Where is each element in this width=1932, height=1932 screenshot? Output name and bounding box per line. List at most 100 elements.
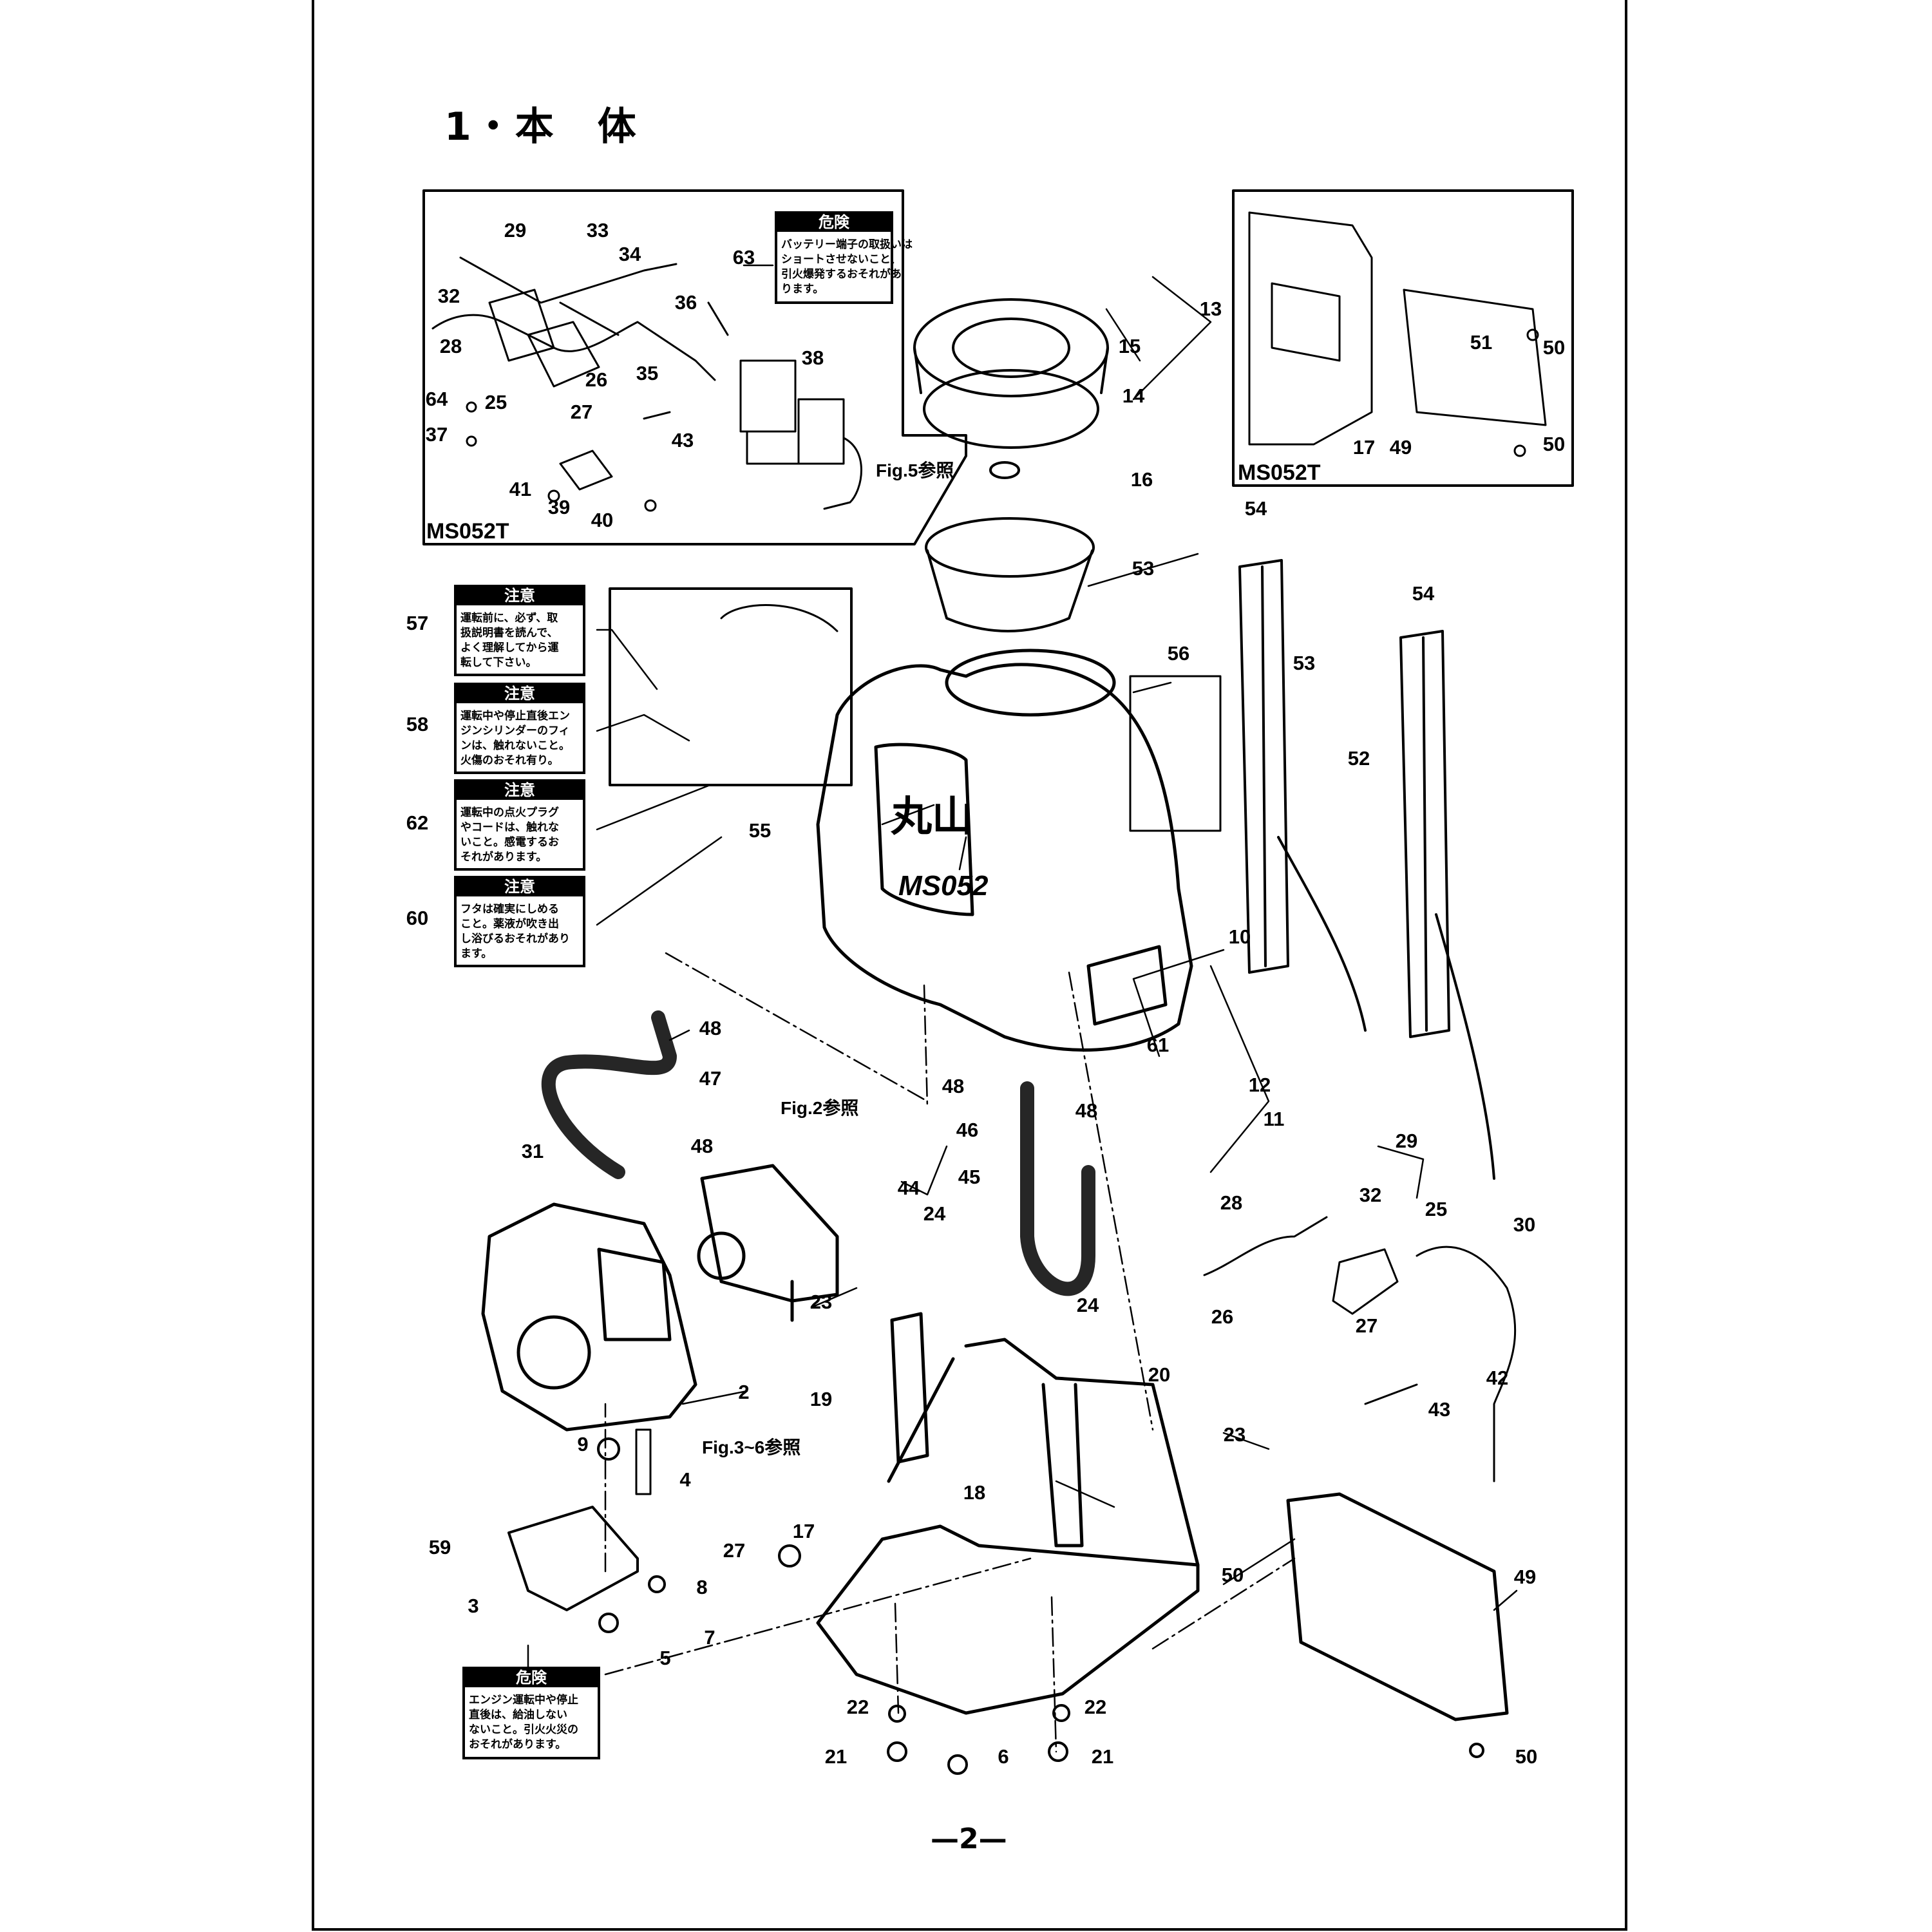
assembly-leader-lines — [604, 952, 1296, 1753]
page-title: 1・本 体 — [444, 104, 639, 149]
part-number-label: 54 — [1245, 497, 1267, 520]
part-number-label: 44 — [898, 1177, 920, 1199]
part-number-label: 3 — [468, 1595, 478, 1617]
tank-brand: 丸山 — [890, 793, 973, 841]
part-number-label: 25 — [1425, 1198, 1447, 1220]
part-number-label: 30 — [1513, 1213, 1535, 1236]
warning-line: 転して下さい。 — [460, 656, 537, 669]
part-number-label: 21 — [825, 1745, 847, 1768]
warning-line: ます。 — [460, 947, 492, 960]
warning-header: 危険 — [819, 213, 850, 231]
part-number-label: 46 — [956, 1119, 978, 1141]
part-number-label: 48 — [699, 1017, 721, 1039]
side-cover — [1286, 1492, 1509, 1721]
part-number-label: 24 — [923, 1202, 946, 1225]
warning-header: 危険 — [516, 1669, 547, 1687]
warning-line: ないこと。引火火災の — [469, 1723, 578, 1736]
part-number-label: 23 — [1224, 1423, 1245, 1446]
warning-line: ンは、触れないこと。 — [460, 739, 570, 752]
warning-line: やコードは、触れな — [460, 820, 559, 834]
part-number-label: 26 — [1211, 1305, 1233, 1328]
warning-line: おそれがあります。 — [469, 1738, 566, 1751]
warning-line: 引火爆発するおそれがあ — [781, 267, 902, 281]
part-number-label: 41 — [509, 478, 531, 500]
chemical-tank — [816, 649, 1193, 1052]
part-number-label: 53 — [1293, 652, 1315, 674]
part-number-label: 48 — [691, 1135, 713, 1157]
warning-line: ショートさせないこと、 — [781, 253, 901, 266]
warning-line: 運転前に、必ず、取 — [460, 611, 558, 625]
part-number-label: 22 — [1084, 1696, 1106, 1718]
warning-line: バッテリー端子の取扱いは — [781, 238, 913, 251]
warning-header: 注意 — [504, 878, 535, 896]
fig3-6-reference: Fig.3~6参照 — [702, 1437, 800, 1457]
strainer-basket — [925, 517, 1095, 632]
warning-label-57: 注意 運転前に、必ず、取 扱説明書を読んで、 よく理解してから運 転して下さい。 — [454, 585, 585, 676]
part-number-label: 48 — [942, 1075, 964, 1097]
warning-line: こと。薬液が吹き出 — [460, 917, 559, 931]
part-number-label: 60 — [406, 907, 428, 929]
warning-line: エンジン運転中や停止 — [469, 1693, 578, 1707]
part-number-label: 39 — [548, 496, 570, 518]
fig2-reference: Fig.2参照 — [781, 1097, 858, 1118]
part-number-label: 10 — [1229, 925, 1251, 948]
engine-unit — [481, 1202, 697, 1432]
part-number-label: 51 — [1470, 331, 1492, 354]
part-number-label: 52 — [1348, 747, 1370, 770]
part-number-label: 20 — [1148, 1363, 1170, 1386]
part-number-label: 63 — [733, 246, 755, 269]
part-number-label: 21 — [1092, 1745, 1113, 1768]
part-number-label: 47 — [699, 1067, 721, 1090]
pump-unit — [697, 1164, 839, 1322]
carrier-frame — [816, 1312, 1200, 1715]
part-number-label: 38 — [802, 346, 824, 369]
part-number-label: 61 — [1147, 1034, 1169, 1056]
part-number-label: 32 — [1359, 1184, 1381, 1206]
warning-line: よく理解してから運 — [460, 641, 559, 654]
warning-line: ジンシリンダーのフィ — [460, 724, 570, 737]
part-number-label: 56 — [1168, 642, 1189, 665]
part-number-label: 36 — [675, 291, 697, 314]
part-number-label: 49 — [1514, 1566, 1536, 1588]
inset-left-frame — [422, 189, 967, 545]
part-number-label: 14 — [1122, 384, 1145, 407]
part-number-label: 53 — [1132, 557, 1154, 580]
part-number-label: 17 — [793, 1520, 815, 1542]
part-number-label: 43 — [1428, 1398, 1450, 1421]
part-number-label: 37 — [426, 423, 448, 446]
tank-model: MS052 — [898, 870, 989, 902]
part-number-label: 15 — [1119, 335, 1141, 357]
tank-detail-callout — [609, 587, 853, 786]
part-number-label: 33 — [587, 219, 609, 242]
warning-line: し浴びるおそれがあり — [460, 932, 570, 945]
part-number-label: 16 — [1131, 468, 1153, 491]
warning-line: 運転中の点火プラグ — [460, 806, 559, 819]
part-number-label: 58 — [406, 713, 428, 735]
fasteners-bottom — [597, 1437, 1484, 1775]
part-number-label: 45 — [958, 1166, 980, 1188]
part-number-label: 18 — [963, 1481, 985, 1504]
return-hose — [1020, 1081, 1095, 1296]
part-number-label: 9 — [577, 1433, 588, 1455]
part-number-label: 35 — [636, 362, 658, 384]
part-number-label: 49 — [1390, 436, 1412, 459]
warning-header: 注意 — [504, 685, 535, 703]
part-number-label: 13 — [1200, 298, 1222, 320]
warning-label-58: 注意 運転中や停止直後エン ジンシリンダーのフィ ンは、触れないこと。 火傷のお… — [454, 683, 585, 774]
part-number-label: 57 — [406, 612, 428, 634]
part-number-label: 24 — [1077, 1294, 1099, 1316]
suction-hose — [541, 1010, 677, 1179]
fig5-reference: Fig.5参照 — [876, 460, 954, 480]
part-number-label: 28 — [1220, 1191, 1242, 1214]
warning-header: 注意 — [504, 587, 535, 605]
part-number-label: 42 — [1486, 1367, 1508, 1389]
tank-lid-assembly — [913, 298, 1109, 479]
part-number-label: 32 — [438, 285, 460, 307]
part-number-label: 29 — [504, 219, 526, 242]
part-number-label: 11 — [1264, 1108, 1285, 1130]
part-number-label: 7 — [704, 1626, 715, 1649]
page-number: —2— — [931, 1823, 1007, 1855]
shoulder-strap-right — [1399, 630, 1495, 1180]
